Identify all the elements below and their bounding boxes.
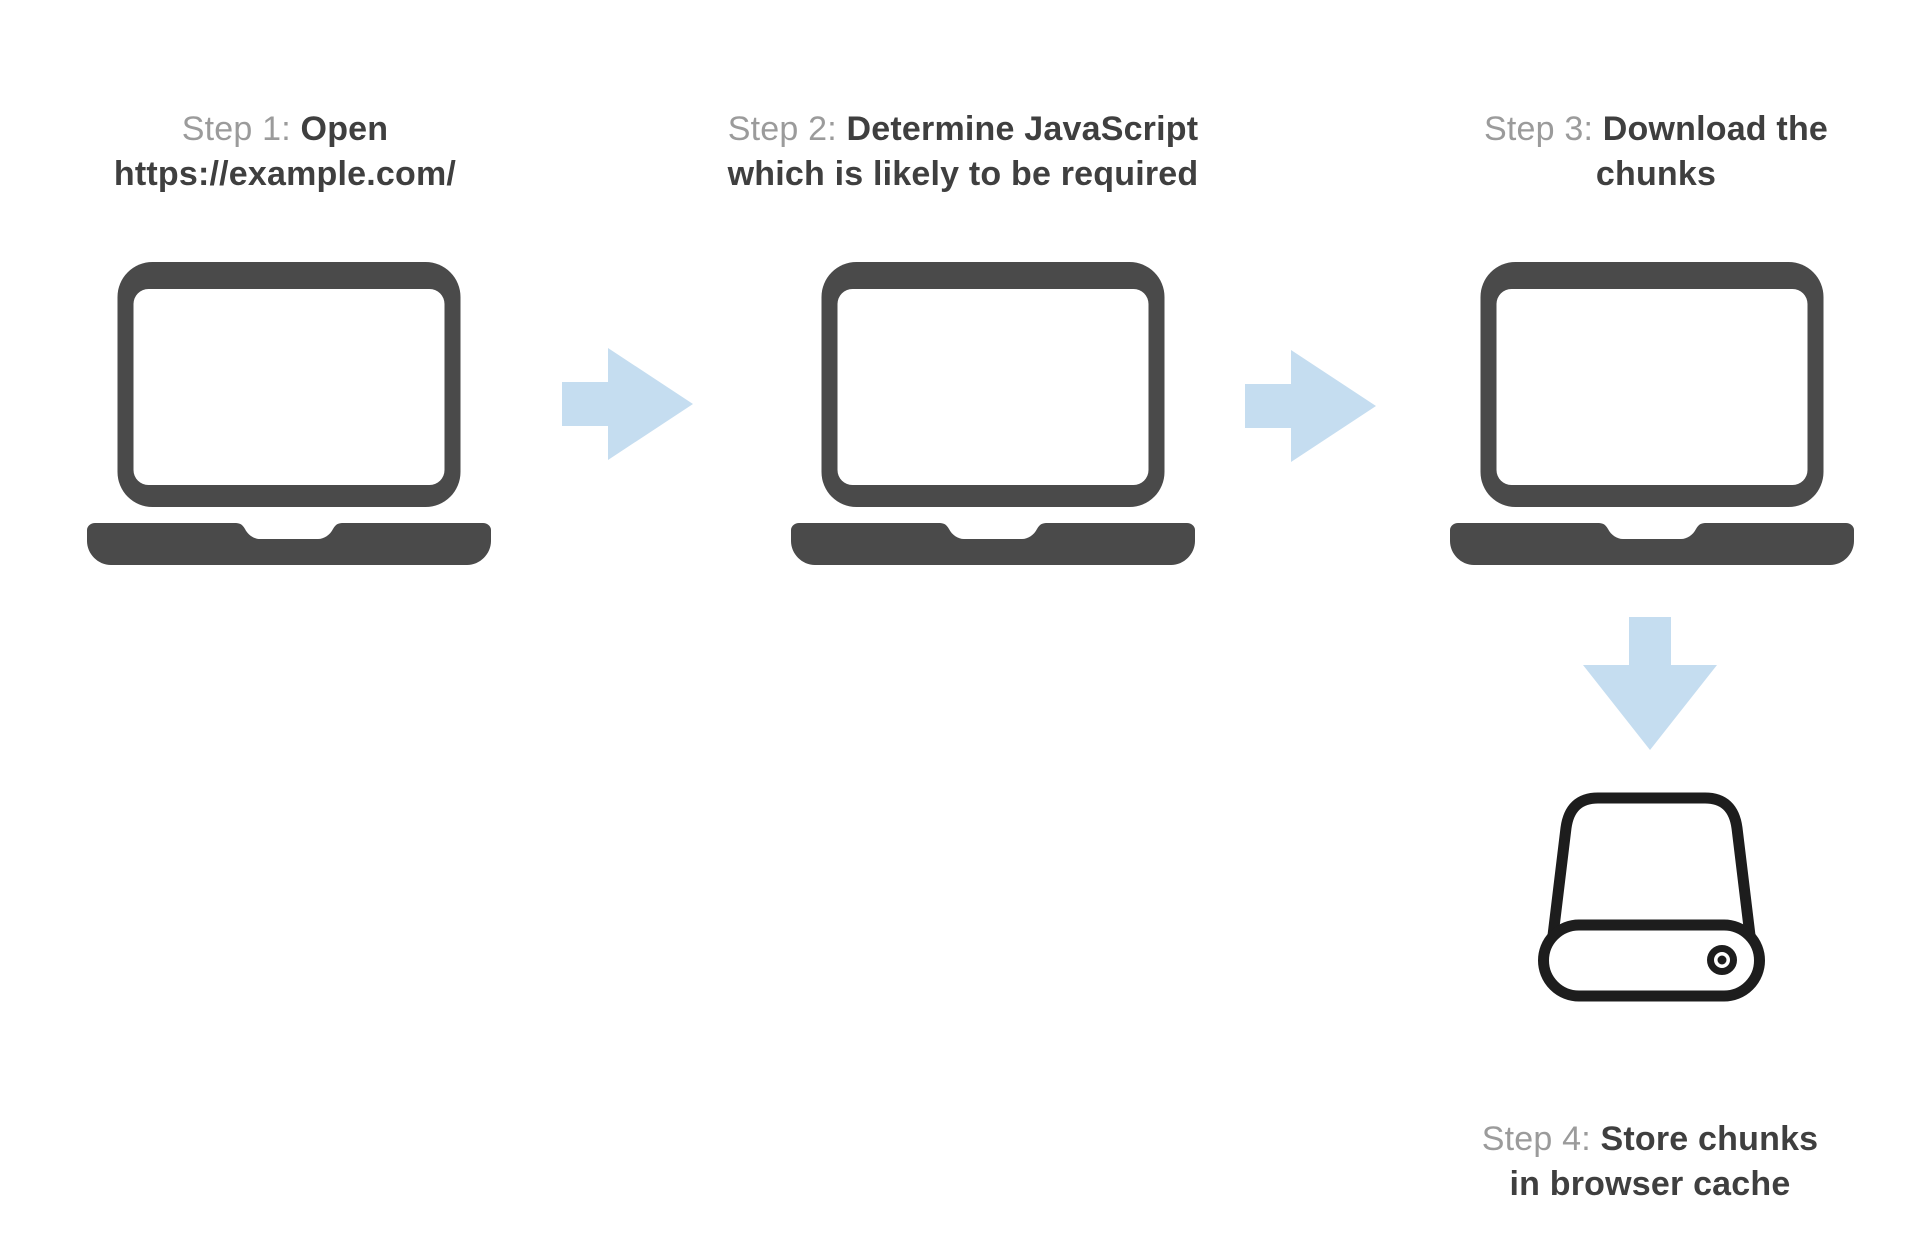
laptop-icon (1450, 262, 1854, 565)
laptop-icon (791, 262, 1195, 565)
hard-drive-led-dot (1717, 955, 1727, 965)
step-3-label: Step 3: Download the chunks (1416, 62, 1896, 197)
laptop-base (87, 523, 491, 565)
laptop-screen (837, 289, 1149, 485)
step-1-label: Step 1: Open https://example.com/ (25, 62, 545, 197)
step-1-prefix: Step 1: (181, 110, 301, 148)
step-3-prefix: Step 3: (1483, 110, 1603, 148)
step-2-prefix: Step 2: (727, 110, 847, 148)
laptop-icon (87, 262, 491, 565)
arrow-right-shape (562, 348, 693, 460)
step-4-label: Step 4: Store chunks in browser cache (1410, 1072, 1890, 1207)
step-4-prefix: Step 4: (1481, 1120, 1601, 1158)
laptop-base (1450, 523, 1854, 565)
arrow-right-shape (1245, 350, 1376, 462)
hard-drive-body (1545, 792, 1758, 958)
laptop-base (791, 523, 1195, 565)
laptop-screen (133, 289, 445, 485)
arrow-down-icon (1583, 617, 1717, 750)
step-4-title: Store chunks in browser cache (1509, 1120, 1819, 1203)
hard-drive-icon (1538, 792, 1765, 1002)
step-1-title: Open https://example.com/ (113, 110, 457, 193)
laptop-screen (1496, 289, 1808, 485)
hard-drive-base (1538, 919, 1765, 1002)
step-2-title: Determine JavaScript which is likely to … (727, 110, 1199, 193)
step-3-title: Download the chunks (1595, 110, 1829, 193)
step-2-label: Step 2: Determine JavaScript which is li… (663, 62, 1263, 197)
arrow-right-icon (562, 348, 693, 460)
arrow-right-icon (1245, 350, 1376, 462)
arrow-down-shape (1583, 617, 1717, 750)
